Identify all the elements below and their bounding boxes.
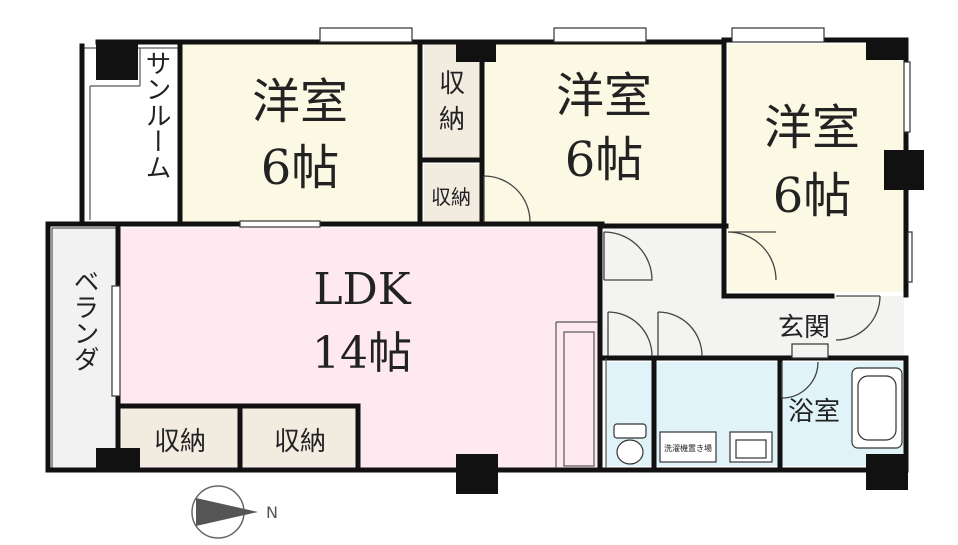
columns [96, 40, 924, 494]
western-room-3-size: 6帖 [773, 168, 852, 224]
doors [483, 175, 881, 399]
western-room-1-floor [180, 44, 420, 224]
ldk-name: LDK [313, 264, 411, 315]
storage-bottom-2-floor [242, 408, 356, 466]
storage-small-label: 収納 [431, 185, 471, 209]
storage-small-floor [424, 164, 480, 224]
windows [111, 27, 913, 397]
western-room-2-name: 洋室 [556, 68, 652, 124]
compass: N [191, 485, 278, 539]
veranda-label: ベランダ [69, 268, 99, 372]
western-room-1-name: 洋室 [252, 74, 348, 130]
western-room-3-floor [728, 44, 904, 292]
washer-space [659, 431, 717, 463]
storage-top-floor [424, 44, 480, 158]
storage-top-label-2: 納 [439, 105, 465, 135]
fixtures [613, 343, 903, 465]
thin-lines [89, 48, 607, 468]
sunroom-label: サンルーム [141, 50, 171, 180]
bath-label: 浴室 [788, 397, 840, 427]
storage-bottom-1-floor [122, 408, 238, 466]
storage-top-label-1: 収 [439, 69, 465, 99]
toilet [613, 423, 647, 439]
compass-north-label: N [266, 503, 278, 522]
western-room-2-size: 6帖 [565, 132, 644, 188]
entrance-label: 玄関 [778, 313, 830, 343]
veranda-floor [51, 227, 119, 469]
western-room-2-floor [484, 44, 722, 224]
ldk-size: 14帖 [312, 328, 412, 379]
north-arrow-icon [196, 498, 258, 526]
western-room-1-size: 6帖 [261, 140, 340, 196]
storage-bottom-1-label: 収納 [154, 427, 206, 457]
washer-label: 洗濯機置き場 [664, 443, 712, 453]
corridor-floor [602, 228, 726, 358]
storage-bottom-2-label: 収納 [274, 427, 326, 457]
western-room-3-name: 洋室 [764, 100, 860, 156]
shoe-area [791, 343, 829, 359]
